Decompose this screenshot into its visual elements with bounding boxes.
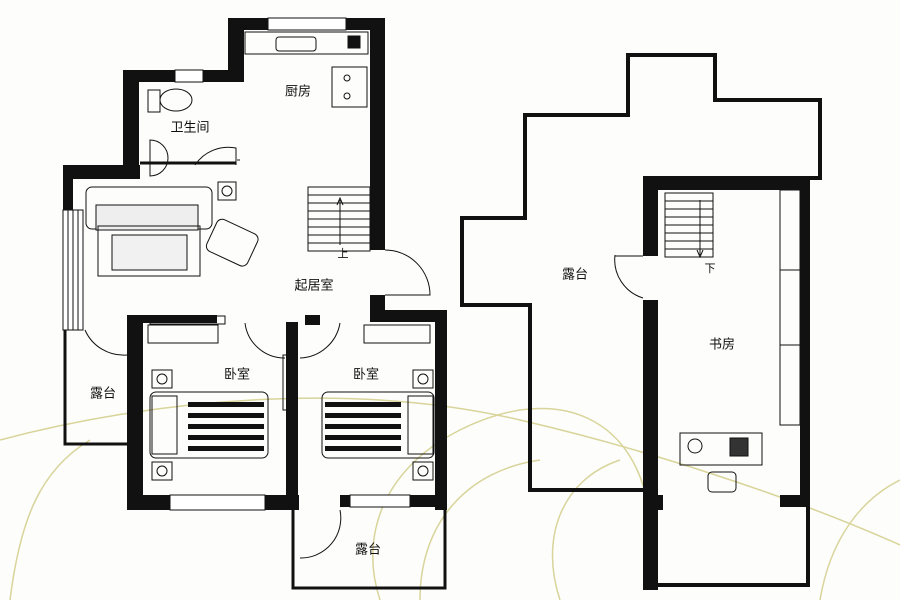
room-label-terrace-left: 露台 <box>89 386 117 402</box>
room-label-bathroom: 卫生间 <box>170 120 210 136</box>
room-label-study: 书房 <box>708 337 736 353</box>
lower-floor-terraces <box>63 330 447 590</box>
room-label-living-room: 起居室 <box>294 278 334 294</box>
lower-floor-fixtures <box>84 31 435 559</box>
stairs-down-label: 下 <box>704 262 716 275</box>
room-label-kitchen: 厨房 <box>284 84 312 100</box>
room-label-bedroom-left: 卧室 <box>223 367 251 383</box>
lower-floor-windows <box>62 17 411 511</box>
room-label-terrace-bottom: 露台 <box>354 542 382 558</box>
stairs-up-label: 上 <box>337 247 349 260</box>
room-label-bedroom-right: 卧室 <box>352 367 380 383</box>
upper-floor-outline <box>460 53 822 587</box>
room-label-upper-terrace: 露台 <box>561 267 589 283</box>
upper-floor-fixtures <box>614 189 801 493</box>
upper-floor-walls <box>643 178 810 590</box>
